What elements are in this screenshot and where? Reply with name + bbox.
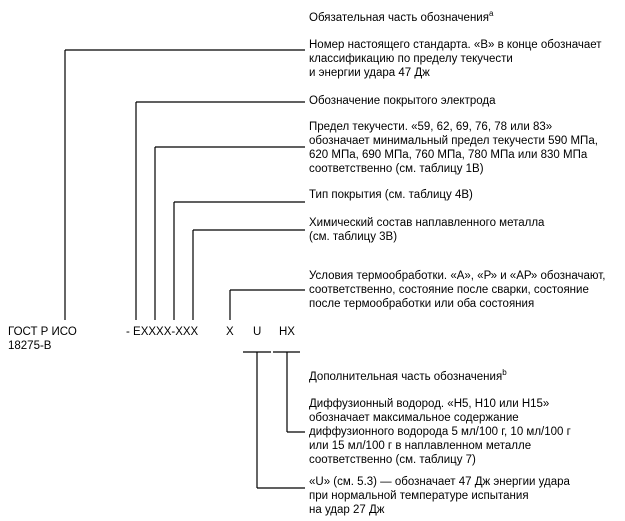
designation-hx-code: НХ: [279, 326, 295, 338]
item-u-impact: «U» (см. 5.3) — обозначает 47 Дж энергии…: [309, 476, 570, 516]
designation-u-code: U: [253, 326, 262, 338]
item-covering-type: Тип покрытия (см. таблицу 4В): [309, 189, 473, 201]
item-standard-number: Номер настоящего стандарта. «В» в конце …: [309, 39, 602, 79]
designation-electrode-code: - ЕХХХХ-ХХХ: [126, 326, 199, 338]
mandatory-title-sup: a: [488, 9, 494, 19]
item-yield-strength: Предел текучести. «59, 62, 69, 76, 78 ил…: [309, 121, 598, 175]
mandatory-title: Обязательная часть обозначенияa: [309, 9, 494, 25]
designation-heat-code: Х: [226, 326, 234, 338]
item-covered-electrode: Обозначение покрытого электрода: [309, 95, 496, 107]
mandatory-title-text: Обязательная часть обозначения: [309, 12, 489, 24]
optional-title-text: Дополнительная часть обозначения: [309, 371, 503, 383]
item-heat-treatment: Условия термообработки. «А», «Р» и «АР» …: [309, 270, 606, 310]
optional-title-sup: b: [502, 368, 507, 378]
item-chemical-composition: Химический состав наплавленного металла(…: [309, 217, 545, 243]
optional-title: Дополнительная часть обозначенияb: [309, 368, 507, 384]
item-diffusible-hydrogen: Диффузионный водород. «Н5, Н10 или Н15»о…: [309, 398, 571, 466]
